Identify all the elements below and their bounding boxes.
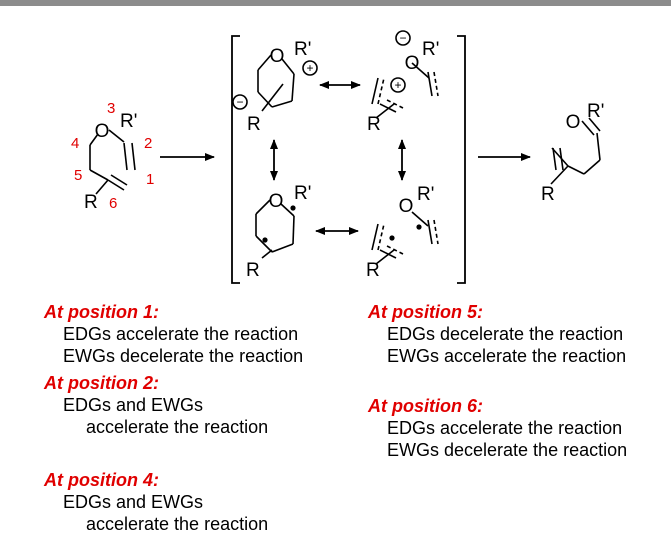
zwitterion-chair-oxygen: O: [270, 46, 285, 67]
position-6-line: EWGs decelerate the reaction: [387, 440, 628, 460]
position-1-line: EDGs accelerate the reaction: [63, 324, 299, 344]
right-bracket: [457, 35, 466, 284]
position-1-label: 1: [146, 171, 154, 188]
position-6-line: EDGs accelerate the reaction: [387, 418, 623, 438]
radical-dot-icon: [416, 224, 422, 230]
zwitterion-open-r: R: [367, 114, 381, 135]
diradical-open-r-prime: R': [417, 184, 434, 205]
reactant-r-prime: R': [120, 111, 137, 132]
position-1-line: EWGs decelerate the reaction: [63, 346, 304, 366]
diradical-open-r: R: [366, 260, 380, 281]
position-2-label: 2: [144, 135, 152, 152]
radical-dot-icon: [262, 237, 268, 243]
reaction-scheme: O R' R 1 2 3 4 5 6 O R' R + − −: [71, 30, 604, 284]
diradical-chair-structure: [255, 199, 295, 259]
position-2-line: accelerate the reaction: [86, 417, 269, 437]
minus-charge-icon: −: [236, 95, 243, 109]
diradical-chair-oxygen: O: [269, 191, 284, 212]
position-2-line: EDGs and EWGs: [63, 395, 204, 415]
zwitterion-open-r-prime: R': [422, 39, 439, 60]
position-5-note: At position 5: EDGs decelerate the react…: [368, 301, 626, 367]
position-1-note: At position 1: EDGs accelerate the react…: [44, 301, 303, 367]
diradical-open-structure: [371, 211, 439, 265]
product-oxygen: O: [566, 112, 581, 133]
zwitterion-open-oxygen: O: [405, 53, 420, 74]
diradical-chair-r-prime: R': [294, 183, 311, 204]
position-6-label: 6: [109, 195, 117, 212]
plus-charge-icon: +: [394, 78, 401, 92]
plus-charge-icon: +: [306, 61, 313, 75]
radical-dot-icon: [389, 235, 395, 241]
position-5-line: EDGs decelerate the reaction: [387, 324, 624, 344]
left-bracket: [231, 35, 240, 284]
reactant-r: R: [84, 192, 98, 213]
position-4-line: accelerate the reaction: [86, 514, 269, 534]
zwitterion-chair-r-prime: R': [294, 39, 311, 60]
product-r: R: [541, 184, 555, 205]
reactant-structure: [89, 129, 136, 195]
product-structure: [550, 117, 601, 185]
position-4-line: EDGs and EWGs: [63, 492, 204, 512]
position-3-label: 3: [107, 100, 115, 117]
minus-charge-icon: −: [399, 31, 406, 45]
product-r-prime: R': [587, 101, 604, 122]
position-4-note: At position 4: EDGs and EWGs accelerate …: [44, 469, 268, 535]
radical-dot-icon: [290, 205, 296, 211]
position-6-note: At position 6: EDGs accelerate the react…: [368, 395, 627, 461]
zwitterion-open-structure: [371, 30, 439, 119]
top-rule: [0, 0, 671, 6]
position-4-heading: At position 4:: [44, 470, 159, 490]
position-4-label: 4: [71, 135, 79, 152]
diradical-open-oxygen: O: [399, 196, 414, 217]
position-2-note: At position 2: EDGs and EWGs accelerate …: [44, 372, 268, 438]
diradical-chair-r: R: [246, 260, 260, 281]
position-1-heading: At position 1:: [44, 302, 159, 322]
reactant-oxygen: O: [95, 121, 110, 142]
position-5-heading: At position 5:: [368, 302, 483, 322]
zwitterion-chair-structure: [232, 54, 318, 112]
position-5-line: EWGs accelerate the reaction: [387, 346, 627, 366]
position-5-label: 5: [74, 167, 82, 184]
position-6-heading: At position 6:: [368, 396, 483, 416]
zwitterion-chair-r: R: [247, 114, 261, 135]
position-2-heading: At position 2:: [44, 373, 159, 393]
